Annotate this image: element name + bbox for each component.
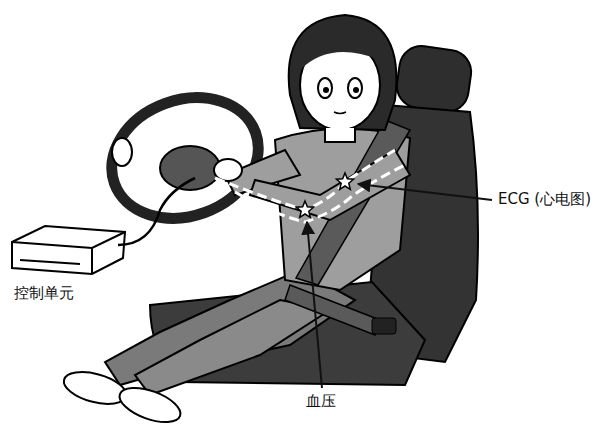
control-unit <box>12 226 125 274</box>
steering-wheel <box>95 78 276 238</box>
part-label: 控制单元 <box>12 284 76 302</box>
sensor-star <box>336 173 353 189</box>
eye <box>348 78 362 98</box>
control-unit-edge <box>12 232 125 274</box>
eye <box>318 78 332 98</box>
cable <box>118 178 195 245</box>
buckle <box>372 318 396 334</box>
leg <box>135 300 330 395</box>
hand <box>112 138 132 166</box>
lap-belt <box>285 285 380 335</box>
shoe <box>115 381 185 429</box>
headrest <box>394 43 474 114</box>
arm <box>250 150 410 220</box>
wheel-hub <box>160 146 220 190</box>
shoe <box>60 366 129 410</box>
fringe <box>300 37 382 70</box>
control-unit-slot <box>20 260 80 264</box>
pupil <box>353 87 359 93</box>
leader-line <box>358 184 492 200</box>
sensor-label: 血压 <box>304 392 338 410</box>
sensor-star <box>296 201 313 217</box>
neck <box>325 128 355 142</box>
sensor-label: ECG (心电图) <box>496 190 593 208</box>
mouth <box>334 112 346 114</box>
hair <box>289 15 397 130</box>
sensor-wire <box>235 165 405 222</box>
pupil <box>323 87 329 93</box>
leader-line <box>307 222 322 388</box>
